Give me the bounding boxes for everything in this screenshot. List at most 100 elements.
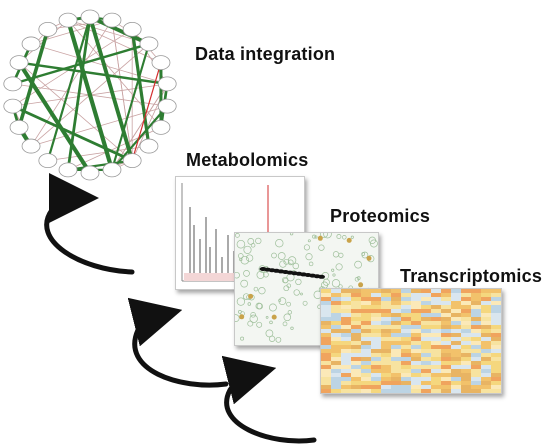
heatmap-cell [351,345,361,349]
heatmap-cell [451,353,461,357]
heatmap-cell [351,337,361,341]
heatmap-cell [371,293,381,297]
strong-edge [17,28,50,128]
heatmap-cell [321,389,331,393]
gel-spot-yellow [239,314,245,320]
heatmap-cell [371,361,381,365]
heatmap-cell [341,317,351,321]
heatmap-cell [431,361,441,365]
heatmap-cell [411,337,421,341]
heatmap-cell [351,305,361,309]
heatmap-cell [441,305,451,309]
heatmap-cell [401,329,411,333]
gel-spot [245,254,254,262]
gel-spot [275,336,282,343]
heatmap-cell [441,345,451,349]
gel-spot [236,239,246,249]
heatmap-cell [451,329,461,333]
heatmap-cell [411,317,421,321]
heatmap-cell [321,361,331,365]
gel-spot [286,283,292,288]
heatmap-cell [351,313,361,317]
heatmap-cell [471,305,481,309]
heatmap-cell [461,369,471,373]
gel-spot [312,234,317,239]
heatmap-cell [431,377,441,381]
heatmap-cell [491,305,501,309]
heatmap-cell [351,373,361,377]
heatmap-cell [331,353,341,357]
gel-spot [243,245,252,254]
gel-spot [361,251,369,259]
heatmap-cell [451,349,461,353]
heatmap-cell [461,289,471,293]
gel-spot [247,302,252,306]
heatmap-cell [491,357,501,361]
curved-arrow-2 [127,297,229,388]
heatmap-cell [461,373,471,377]
heatmap-cell [411,321,421,325]
heatmap-cell [421,377,431,381]
heatmap-cell [351,329,361,333]
heatmap-cell [471,337,481,341]
network-node [102,12,122,28]
heatmap-cell [391,333,401,337]
heatmap-cell [451,313,461,317]
heatmap-cell [341,321,351,325]
heatmap-cell [391,377,401,381]
strong-edge [18,61,168,86]
heatmap-cell [371,289,381,293]
strong-edge [67,159,133,171]
heatmap-cell [481,389,491,393]
heatmap-cell [371,385,381,389]
gel-spot [275,239,284,248]
heatmap-cell [431,341,441,345]
heatmap-cell [331,357,341,361]
gel-spot [238,253,244,259]
heatmap-cell [361,365,371,369]
gel-spot [243,270,250,277]
heatmap-cell [461,385,471,389]
heatmap-cell [451,289,461,293]
heatmap-cell [351,365,361,369]
heatmap-cell [421,365,431,369]
heatmap-cell [321,365,331,369]
gel-spot [335,263,343,271]
heatmap-cell [321,357,331,361]
heatmap-cell [441,321,451,325]
heatmap-cell [361,313,371,317]
heatmap-cell [451,389,461,393]
heatmap-cell [331,321,341,325]
heatmap-cell [321,377,331,381]
heatmap-cell [381,317,391,321]
heatmap-cell [351,289,361,293]
heatmap-cell [491,341,501,345]
network-node [9,55,29,70]
gel-spot [282,321,288,327]
heatmap-cell [481,301,491,305]
heatmap-cell [411,361,421,365]
heatmap-cell [321,345,331,349]
heatmap-cell [441,297,451,301]
heatmap-cell [341,301,351,305]
heatmap-cell [371,309,381,313]
heatmap-cell [371,369,381,373]
gel-spot [235,233,240,238]
heatmap-cell [391,305,401,309]
heatmap-cell [461,361,471,365]
heatmap-cell [371,365,381,369]
heatmap-cell [481,313,491,317]
network-node [21,138,41,154]
heatmap-cell [431,349,441,353]
heatmap-cell [331,329,341,333]
heatmap-cell [341,357,351,361]
heatmap-cell [491,321,501,325]
heatmap-cell [341,329,351,333]
heatmap-cell [321,309,331,313]
gel-spot [263,271,269,278]
heatmap-cell [431,357,441,361]
heatmap-cell [411,369,421,373]
heatmap-cell [481,305,491,309]
gel-spot [332,273,336,277]
